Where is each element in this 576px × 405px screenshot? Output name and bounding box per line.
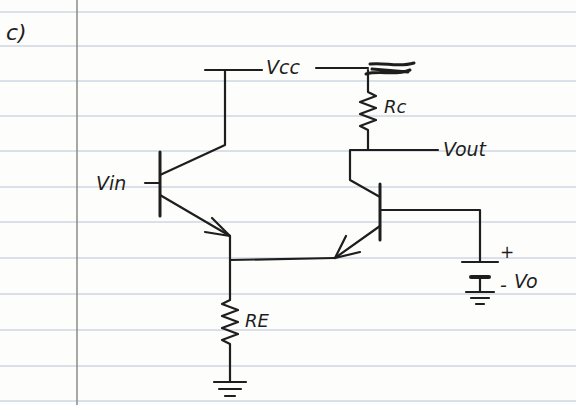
margin-line: [76, 0, 78, 405]
emitter-arrow: [335, 236, 360, 258]
emitter-wire: [335, 226, 380, 258]
emitter-arrow: [205, 218, 230, 236]
vcc-rail: [205, 69, 262, 71]
circuit-label: +: [500, 244, 514, 261]
resistor-symbol: [222, 300, 238, 382]
collector-wire: [160, 70, 225, 175]
circuit-label: Vout: [443, 140, 486, 159]
vout-wire: [368, 149, 438, 151]
emitter-wire: [160, 195, 230, 236]
circuit-label: Vcc: [266, 58, 300, 77]
circuit-label: Vin: [96, 174, 126, 193]
circuit-label: RE: [245, 312, 269, 330]
scribble: [366, 63, 414, 74]
battery-plate: [462, 261, 498, 263]
base-wire: [145, 182, 160, 184]
circuit-label: -: [500, 276, 507, 295]
collector-wire: [350, 150, 380, 197]
wire: [229, 236, 231, 300]
paper-rules: [0, 12, 576, 401]
vcc-rail: [316, 67, 368, 69]
circuit-label: Vo: [514, 272, 538, 291]
wire: [230, 258, 335, 260]
base-wire: [380, 210, 480, 262]
wire: [479, 277, 481, 292]
ground-symbol: [466, 292, 494, 304]
ground-symbol: [214, 382, 246, 396]
circuit-label: c): [6, 22, 27, 44]
resistor-symbol: [360, 84, 376, 150]
base-bar: [379, 184, 382, 240]
circuit-label: Rc: [384, 98, 406, 116]
